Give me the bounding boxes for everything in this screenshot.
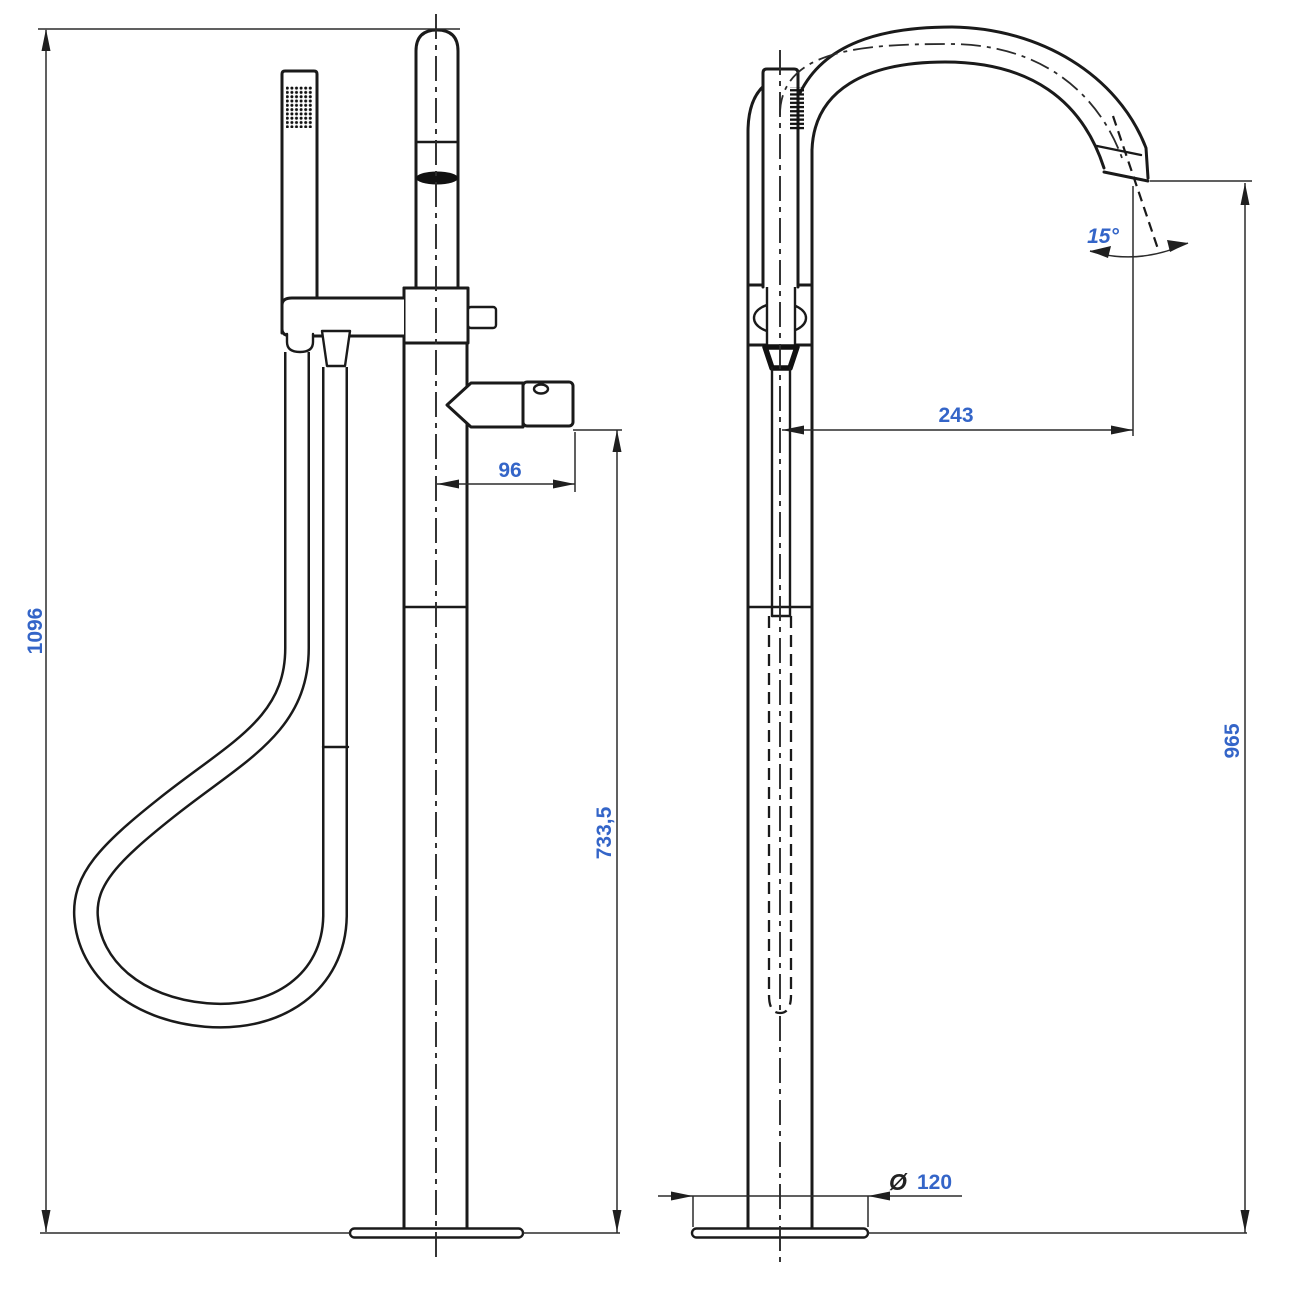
dim-spout-height: 965 <box>1150 180 1252 1233</box>
dim-label-spout-angle: 15° <box>1087 225 1119 248</box>
dim-overall-height: 1096 <box>24 28 460 1232</box>
front-view <box>72 14 575 1262</box>
spout-front <box>414 28 460 290</box>
hidden-hose-end <box>767 994 793 1015</box>
spray-face-side <box>790 87 804 130</box>
side-view <box>690 25 1161 1262</box>
dim-spout-reach: 243 <box>782 186 1134 436</box>
dim-label-spout-reach: 243 <box>938 404 973 427</box>
diverter-knob <box>466 305 498 330</box>
dim-label-handle-height: 733,5 <box>593 806 616 859</box>
hose-cone-connector-side <box>762 344 800 371</box>
dim-label-overall-height: 1096 <box>24 608 47 655</box>
spout-outlet-front <box>416 171 458 185</box>
spout-end-face <box>1102 170 1150 183</box>
dim-label-spout-height: 965 <box>1221 723 1244 758</box>
dim-base-diameter: Ø 120 <box>658 1169 962 1227</box>
shower-hose <box>72 352 350 1029</box>
hand-shower-wand-front <box>280 69 319 335</box>
dimensions: 1096 96 733,5 243 <box>24 28 1252 1234</box>
hose-cone-connector-front <box>320 329 352 368</box>
dim-spout-angle: 15° <box>1087 225 1189 258</box>
wand-bottom-cap <box>285 332 315 354</box>
spout-tip-joint <box>1095 144 1143 157</box>
dim-label-handle-projection: 96 <box>498 459 521 482</box>
spout-inner-wall <box>810 60 1106 170</box>
spout-outer-wall <box>798 25 1150 180</box>
diameter-symbol: Ø <box>889 1169 908 1195</box>
spout-centerline <box>779 43 1123 159</box>
handle-screw-hole <box>532 383 550 395</box>
dim-handle-projection: 96 <box>437 432 576 492</box>
spray-face-front <box>286 86 313 128</box>
spout-angle-axis <box>1111 115 1161 253</box>
wand-through-bracket-fill <box>767 284 795 347</box>
dim-handle-height: 733,5 <box>573 429 622 1233</box>
dim-label-base-diameter: 120 <box>917 1171 952 1194</box>
